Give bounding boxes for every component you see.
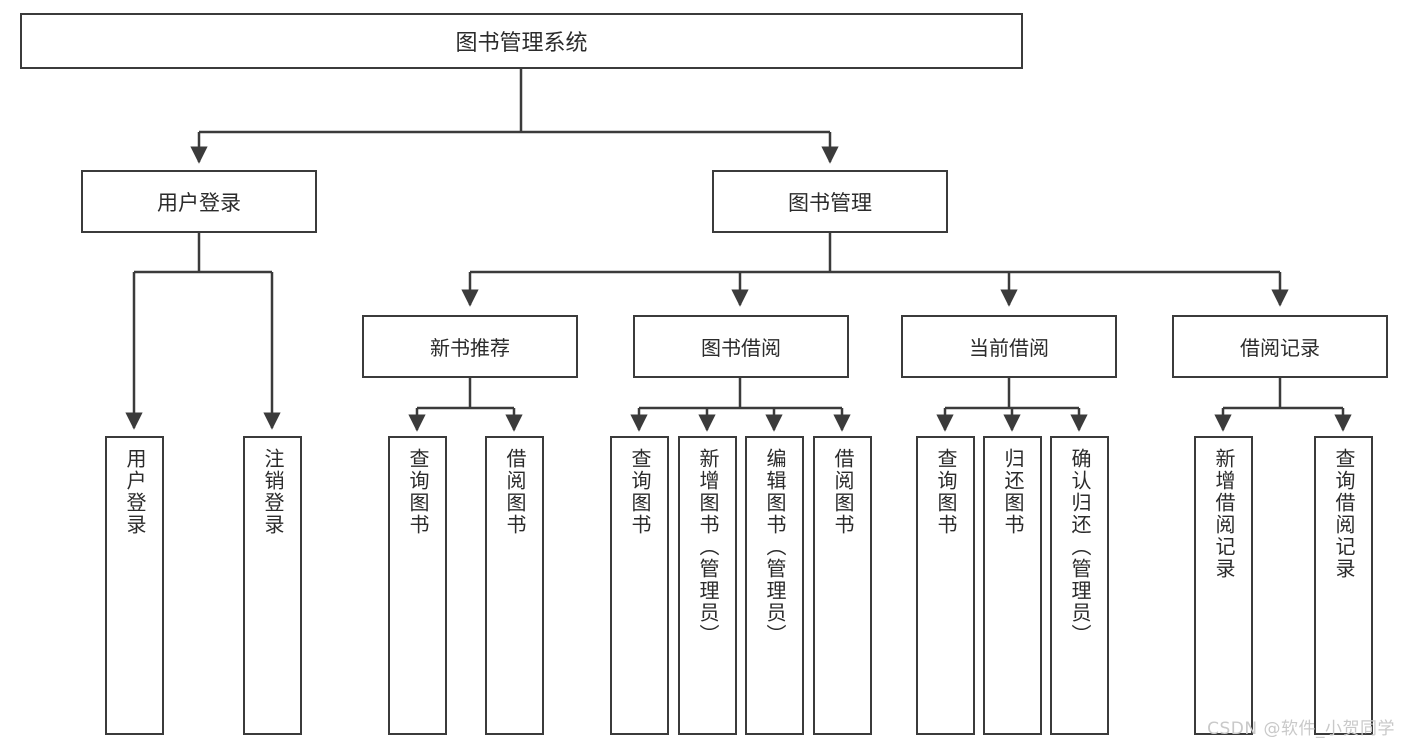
node-label: 新增借阅记录 (1212, 448, 1236, 580)
node-label: 图书管理 (788, 190, 872, 215)
node-label: 查询图书 (934, 448, 958, 536)
node-user-login[interactable]: 用户登录 (81, 170, 317, 233)
node-book-borrow[interactable]: 图书借阅 (633, 315, 849, 378)
leaf-borrow-book-1[interactable]: 借阅图书 (485, 436, 544, 735)
node-label: 当前借阅 (969, 336, 1049, 360)
node-label: 图书借阅 (701, 336, 781, 360)
node-label: 借阅图书 (831, 448, 855, 536)
node-label: 图书管理系统 (455, 31, 588, 56)
node-borrow-record[interactable]: 借阅记录 (1172, 315, 1388, 378)
node-label: 归还图书 (1001, 448, 1025, 536)
node-current-borrow[interactable]: 当前借阅 (901, 315, 1117, 378)
node-label: 借阅图书 (503, 448, 527, 536)
leaf-query-book-3[interactable]: 查询图书 (916, 436, 975, 735)
node-label: 借阅记录 (1240, 336, 1320, 360)
leaf-confirm-return[interactable]: 确认归还（管理员） (1050, 436, 1109, 735)
node-label: 编辑图书（管理员） (763, 448, 787, 646)
node-label: 确认归还（管理员） (1068, 448, 1092, 646)
leaf-edit-book[interactable]: 编辑图书（管理员） (745, 436, 804, 735)
node-label: 用户登录 (123, 448, 147, 536)
leaf-logout-login[interactable]: 注销登录 (243, 436, 302, 735)
node-new-book-recommend[interactable]: 新书推荐 (362, 315, 578, 378)
node-label: 查询图书 (406, 448, 430, 536)
node-label: 注销登录 (261, 448, 285, 536)
node-label: 新增图书（管理员） (696, 448, 720, 646)
leaf-add-record[interactable]: 新增借阅记录 (1194, 436, 1253, 735)
node-label: 查询借阅记录 (1332, 448, 1356, 580)
leaf-borrow-book-2[interactable]: 借阅图书 (813, 436, 872, 735)
node-label: 用户登录 (157, 190, 241, 215)
watermark: CSDN @软件_小贺同学 (1207, 719, 1395, 739)
node-book-management[interactable]: 图书管理 (712, 170, 948, 233)
leaf-return-book[interactable]: 归还图书 (983, 436, 1042, 735)
leaf-query-book-1[interactable]: 查询图书 (388, 436, 447, 735)
leaf-user-login[interactable]: 用户登录 (105, 436, 164, 735)
node-root-book-management-system[interactable]: 图书管理系统 (20, 13, 1023, 69)
leaf-query-record[interactable]: 查询借阅记录 (1314, 436, 1373, 735)
leaf-query-book-2[interactable]: 查询图书 (610, 436, 669, 735)
node-label: 查询图书 (628, 448, 652, 536)
node-label: 新书推荐 (430, 336, 510, 360)
leaf-add-book[interactable]: 新增图书（管理员） (678, 436, 737, 735)
